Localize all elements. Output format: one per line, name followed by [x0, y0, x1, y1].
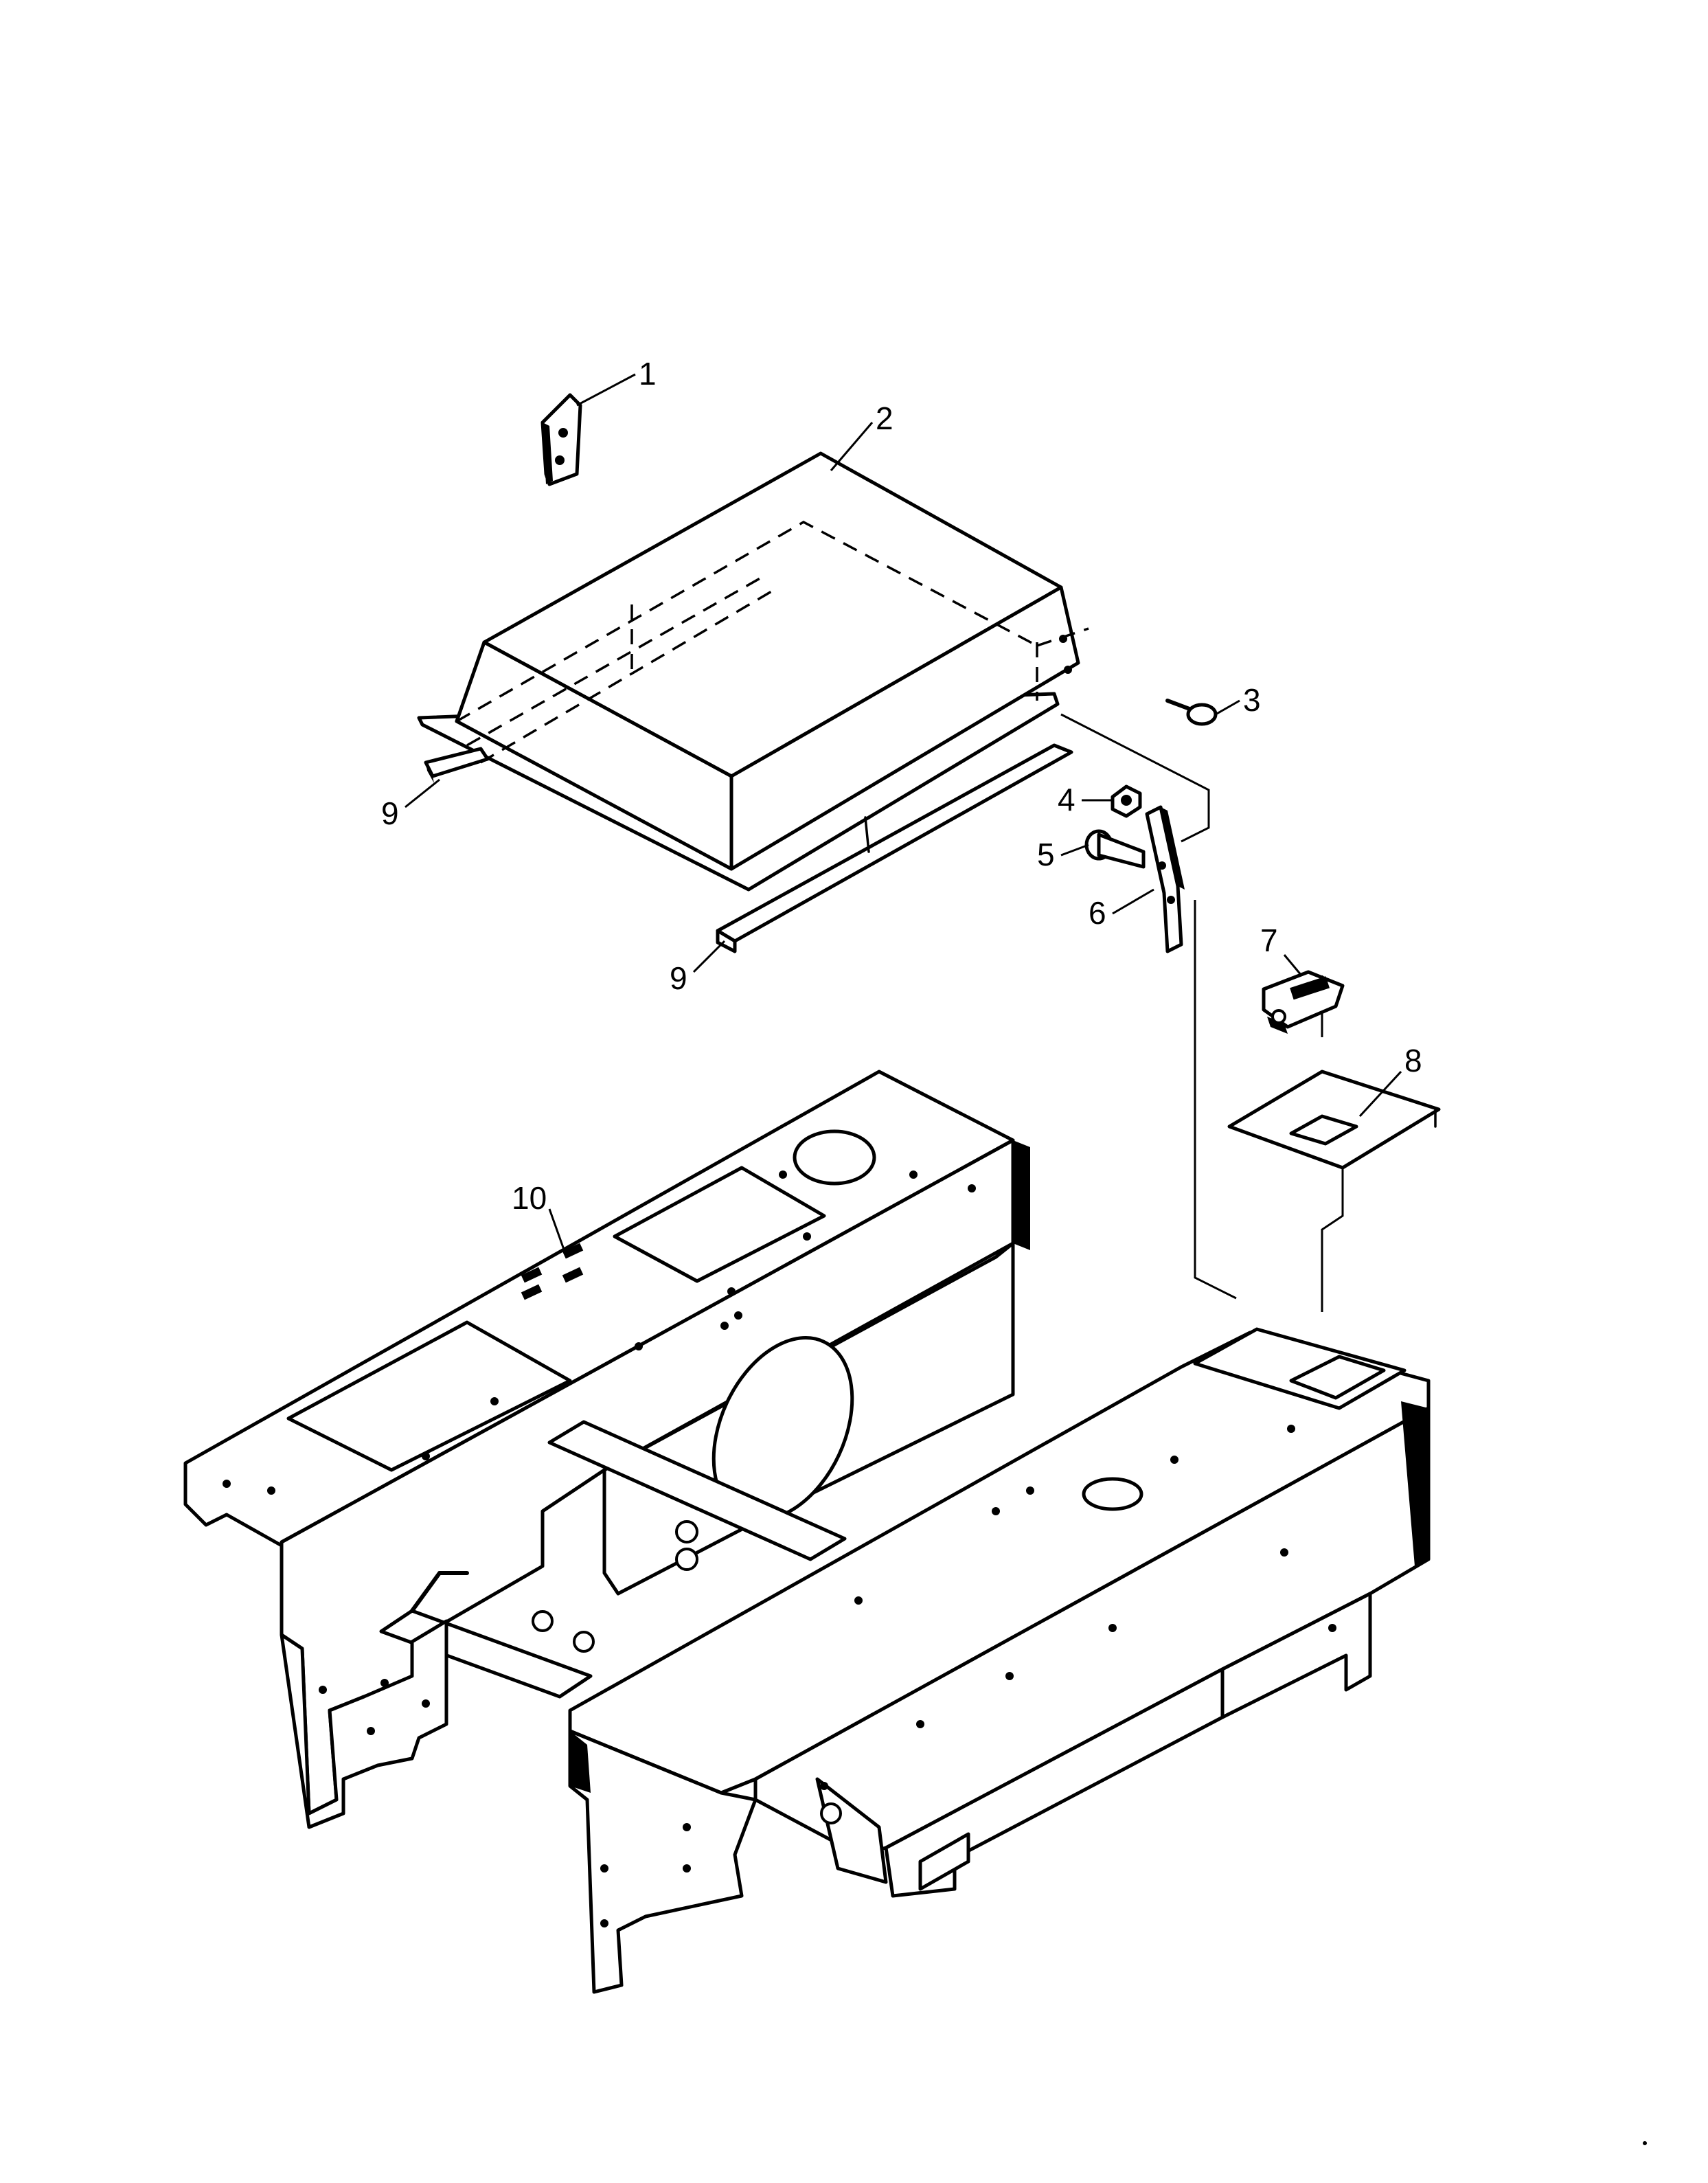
part-9-strip-long — [716, 743, 1073, 953]
callout-3: 3 — [1243, 682, 1261, 718]
stray-dot — [1643, 2141, 1647, 2145]
part-5-bolt — [1084, 829, 1146, 869]
part-3-screw — [1165, 699, 1218, 726]
part-6-latch-plate — [1145, 805, 1185, 953]
callout-5: 5 — [1037, 837, 1055, 872]
part-9-strip-left — [424, 747, 490, 783]
callout-labels: 1 2 3 4 5 6 7 8 9 9 10 — [381, 356, 1422, 1216]
callout-6: 6 — [1089, 895, 1106, 931]
callout-2: 2 — [876, 400, 893, 436]
callout-1: 1 — [639, 356, 657, 392]
callout-9-long: 9 — [670, 960, 687, 996]
callout-7: 7 — [1260, 923, 1278, 958]
part-1-bracket — [540, 393, 582, 486]
callout-10: 10 — [512, 1180, 547, 1216]
part-2-cover — [417, 451, 1089, 892]
part-8-plate — [1227, 1070, 1441, 1170]
callout-9-left: 9 — [381, 795, 399, 831]
part-10-frame — [183, 1070, 1431, 1994]
callout-4: 4 — [1058, 782, 1075, 817]
part-4-nut — [1111, 784, 1142, 818]
callout-8: 8 — [1404, 1043, 1422, 1078]
part-7-latch — [1262, 970, 1345, 1034]
callout-leaders — [405, 373, 1402, 1258]
